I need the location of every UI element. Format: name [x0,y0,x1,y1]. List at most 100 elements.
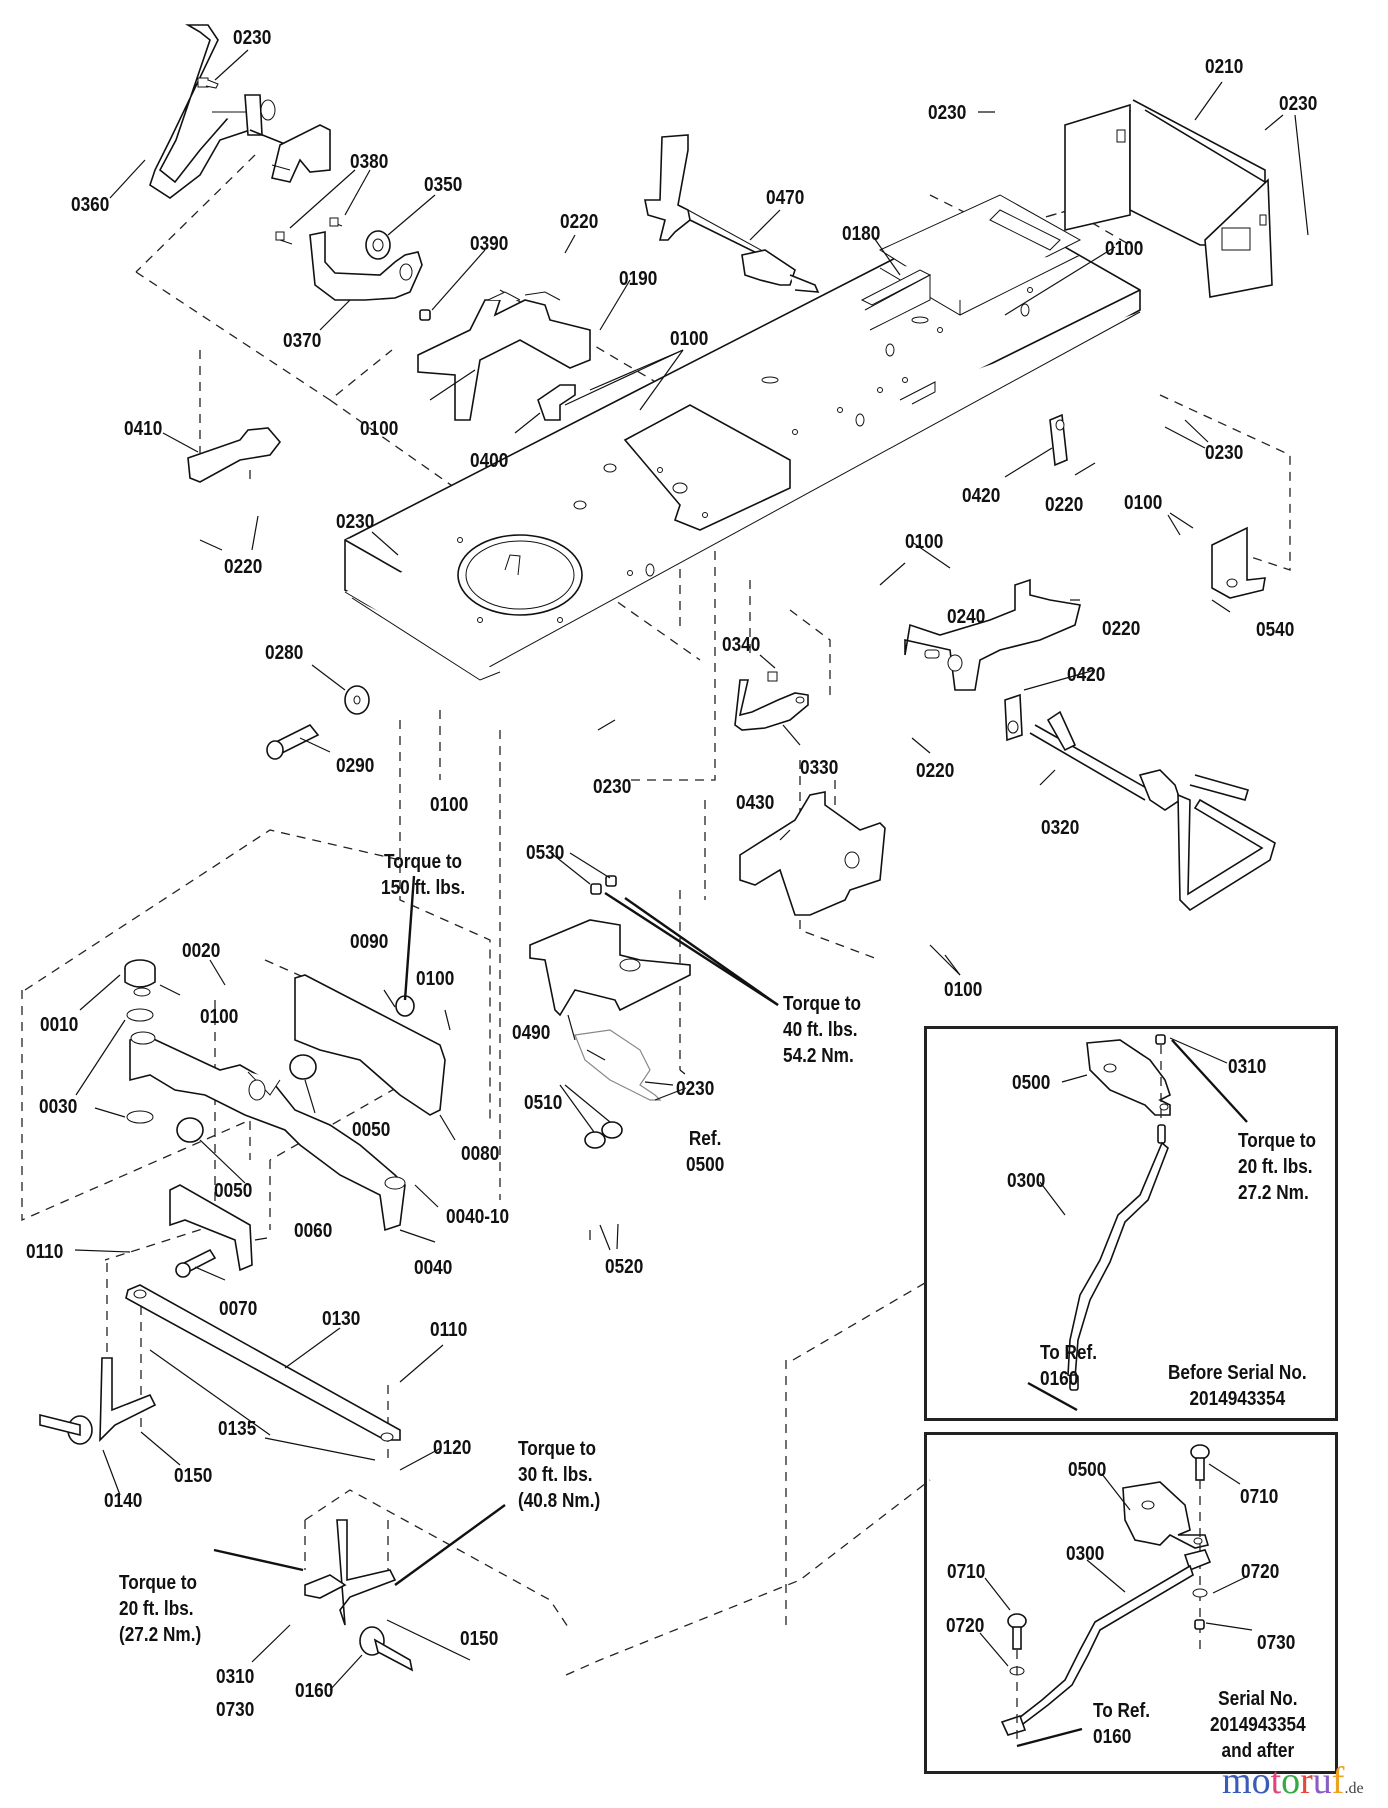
inset-after-label-0500: 0500 [1068,1459,1107,1481]
part-0080-bracket [294,974,446,1116]
part-0350-roller [365,230,391,260]
label-0390: 0390 [470,233,509,255]
watermark-letter: r [1300,1760,1313,1802]
label-0050-lower: 0050 [214,1180,253,1202]
label-0230-frame-corner: 0230 [593,776,632,798]
label-0100-center: 0100 [905,531,944,553]
label-0100-frame-corner: 0100 [430,794,469,816]
inset-before-label-0310: 0310 [1228,1056,1267,1078]
inset-before-to-ref: To Ref. 0160 [1040,1342,1098,1390]
part-0360-pedal [149,24,331,199]
part-0160-spindle [304,1519,414,1672]
inset-before-serial [924,1026,1338,1421]
inset-after-serial [924,1432,1338,1774]
label-0100-tr: 0100 [1105,238,1144,260]
inset-after-label-0720-right: 0720 [1241,1561,1280,1583]
label-0400: 0400 [470,450,509,472]
label-0100-a: 0100 [670,328,709,350]
part-0400-bracket [537,384,576,421]
part-0540-bracket [1211,526,1266,599]
part-0060-bracket [169,1184,253,1272]
part-0390-spacer [419,309,431,321]
label-0420-upper: 0420 [962,485,1001,507]
torque-note-40: Torque to 40 ft. lbs. 54.2 Nm. [783,993,862,1067]
label-0730: 0730 [216,1699,255,1721]
label-0230-mid-left: 0230 [336,511,375,533]
label-0470: 0470 [766,187,805,209]
label-0220-right-lower: 0220 [916,760,955,782]
label-0040: 0040 [414,1257,453,1279]
main-frame-0180 [344,194,1141,681]
inset-before-label-0300: 0300 [1007,1170,1046,1192]
part-0230-bolt-top [197,77,219,89]
label-0290: 0290 [336,755,375,777]
part-0290-bolt [266,723,320,760]
label-0110-left: 0110 [26,1241,64,1263]
label-0135: 0135 [218,1418,257,1440]
label-0070: 0070 [219,1298,258,1320]
part-0470-shaft [644,134,820,293]
watermark-logo: motoruf.de [1222,1762,1364,1808]
label-0060: 0060 [294,1220,333,1242]
part-0430-bracket [739,791,886,916]
label-0510: 0510 [524,1092,563,1114]
label-0100-b: 0100 [360,418,399,440]
label-0360: 0360 [71,194,110,216]
label-0230-top: 0230 [233,27,272,49]
label-0220-right-mid: 0220 [1102,618,1141,640]
part-0410-bracket [187,427,282,483]
part-0320-shaft-pedal [1029,710,1276,912]
inset-after-label-0710-right: 0710 [1240,1486,1279,1508]
watermark-letter: o [1251,1760,1271,1802]
label-0120: 0120 [433,1437,472,1459]
part-0420-plate-upper [1049,413,1068,467]
torque-note-30: Torque to 30 ft. lbs. (40.8 Nm.) [518,1438,601,1512]
inset-after-label-0710-left: 0710 [947,1561,986,1583]
label-0370: 0370 [283,330,322,352]
inset-before-torque-note: Torque to 20 ft. lbs. 27.2 Nm. [1238,1130,1317,1204]
torque-leaders [213,875,779,1586]
inset-before-artwork [1027,1034,1248,1412]
label-0420-lower: 0420 [1067,664,1106,686]
label-0520: 0520 [605,1256,644,1278]
label-0010: 0010 [40,1014,79,1036]
label-0160: 0160 [295,1680,334,1702]
part-ref-0500-ghost [574,1029,662,1101]
inset-after-caption: Serial No. 2014943354 and after [1210,1688,1306,1762]
inset-before-caption: Before Serial No. 2014943354 [1168,1362,1307,1410]
inset-after-to-ref: To Ref. 0160 [1093,1700,1151,1748]
part-0490-bracket [529,919,691,1017]
label-0150-left: 0150 [174,1465,213,1487]
torque-note-20: Torque to 20 ft. lbs. (27.2 Nm.) [119,1572,202,1646]
inset-after-label-0300: 0300 [1066,1543,1105,1565]
label-0340: 0340 [722,634,761,656]
part-0210-battery-box [1064,99,1273,298]
leader-lines [74,49,1309,1691]
label-0430: 0430 [736,792,775,814]
part-0420-plate-lower [1004,693,1023,742]
watermark-letter: f [1331,1760,1345,1802]
label-0530: 0530 [526,842,565,864]
label-0230-tr-right: 0230 [1279,93,1318,115]
label-0410: 0410 [124,418,163,440]
label-0030: 0030 [39,1096,78,1118]
label-0100-axle: 0100 [200,1006,239,1028]
label-0380: 0380 [350,151,389,173]
part-0280-washer [344,685,370,715]
label-0320: 0320 [1041,817,1080,839]
part-0020-clip [133,987,151,997]
label-0540: 0540 [1256,619,1295,641]
label-0100-right: 0100 [1124,492,1163,514]
part-0010-cap [124,959,156,988]
label-0090: 0090 [350,931,389,953]
inset-after-label-0730: 0730 [1257,1632,1296,1654]
label-0490: 0490 [512,1022,551,1044]
label-0140: 0140 [104,1490,143,1512]
inset-before-label-0500: 0500 [1012,1072,1051,1094]
watermark-letter: m [1222,1760,1252,1802]
part-0190-bracket [417,291,591,421]
inset-after-label-0720-left: 0720 [946,1615,985,1637]
part-0510-nuts [584,1121,623,1149]
